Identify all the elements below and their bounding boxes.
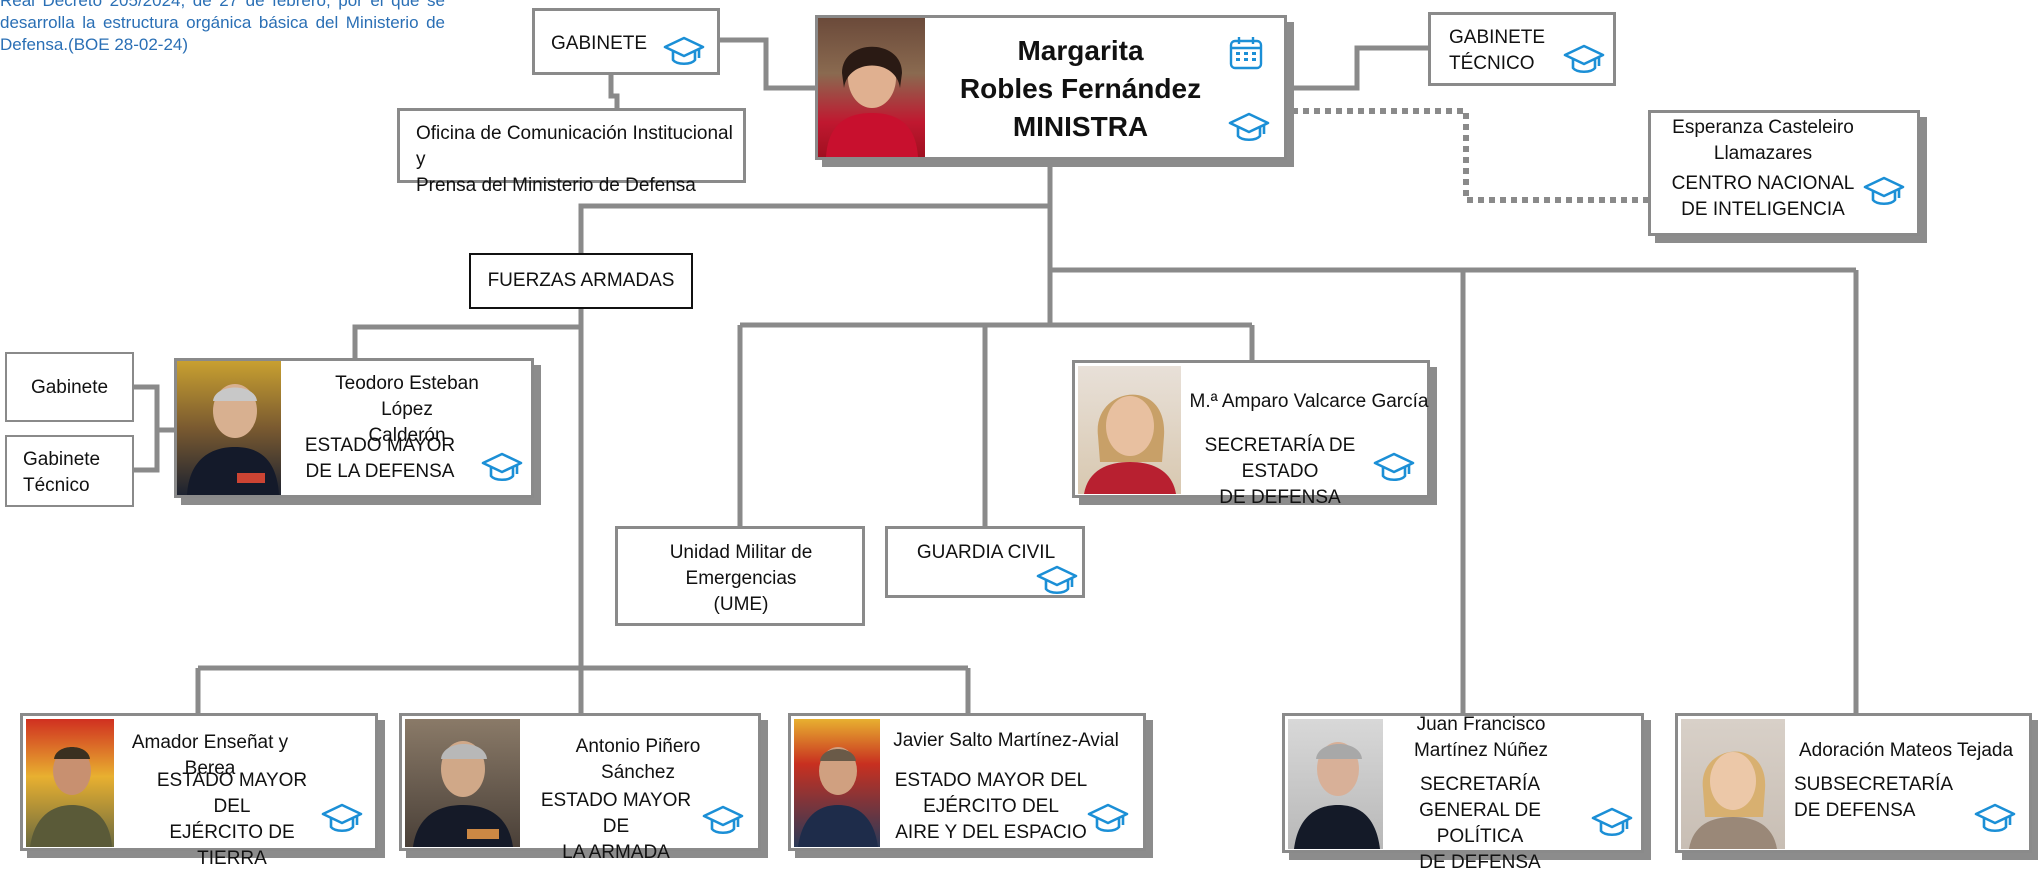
emad-title: ESTADO MAYOR DE LA DEFENSA [304, 435, 456, 482]
minister-name-line1: Margarita [1017, 35, 1144, 66]
subdef-name: Adoración Mateos Tejada [1798, 740, 2014, 761]
graduation-cap-icon [1036, 565, 1078, 595]
subdef-box: Adoración Mateos Tejada SUBSECRETARÍA DE… [1675, 713, 2032, 853]
armada-box: Antonio Piñero Sánchez ESTADO MAYOR DE L… [399, 713, 761, 863]
et-box: Amador Enseñat y Berea ESTADO MAYOR DEL … [20, 713, 378, 869]
fuerzas-armadas-box: FUERZAS ARMADAS [469, 253, 693, 309]
emad-chief-name: Teodoro Esteban López Calderón [335, 373, 479, 446]
sgpd-photo [1288, 719, 1383, 849]
graduation-cap-icon [1373, 452, 1415, 482]
gabinete-label: GABINETE [551, 33, 648, 54]
graduation-cap-icon [1591, 807, 1633, 837]
graduation-cap-icon [1863, 176, 1905, 206]
gabinete-tecnico-label: GABINETE TÉCNICO [1449, 27, 1546, 74]
sedef-box: M.ª Amparo Valcarce García SECRETARÍA DE… [1072, 360, 1430, 508]
oficina-comunicacion-box: Oficina de Comunicación Institucional y … [397, 108, 746, 196]
sedef-photo [1078, 366, 1181, 494]
graduation-cap-icon [702, 805, 744, 835]
oficina-label: Oficina de Comunicación Institucional y … [416, 123, 733, 196]
armada-photo [405, 719, 520, 847]
cni-title: CENTRO NACIONAL DE INTELIGENCIA [1671, 173, 1855, 220]
armada-chief-name: Antonio Piñero Sánchez [575, 736, 701, 783]
emad-gabinete-tecnico-label: Gabinete Técnico [23, 449, 101, 496]
aire-title: ESTADO MAYOR DEL EJÉRCITO DEL AIRE Y DEL… [894, 770, 1088, 843]
et-photo [26, 719, 114, 847]
minister-title: MINISTRA [1012, 111, 1149, 142]
minister-name: Margarita Robles Fernández MINISTRA [948, 32, 1213, 146]
subdef-title: SUBSECRETARÍA DE DEFENSA [1794, 774, 1954, 821]
aire-box: Javier Salto Martínez-Avial ESTADO MAYOR… [788, 713, 1146, 851]
minister-photo [818, 18, 925, 157]
sedef-secretary-name: M.ª Amparo Valcarce García [1189, 391, 1429, 412]
graduation-cap-icon [1563, 44, 1605, 74]
gabinete-tecnico-box: GABINETE TÉCNICO [1428, 12, 1616, 86]
cni-director-name: Esperanza Casteleiro Llamazares [1672, 117, 1854, 164]
aire-photo [794, 719, 880, 847]
et-title: ESTADO MAYOR DEL EJÉRCITO DE TIERRA [156, 770, 308, 869]
emad-gabinete-box: Gabinete [5, 352, 134, 422]
emad-photo [177, 361, 281, 495]
calendar-icon [1229, 37, 1263, 70]
guardia-civil-box: GUARDIA CIVIL [885, 526, 1085, 598]
aire-chief-name: Javier Salto Martínez-Avial [893, 730, 1119, 751]
fuerzas-armadas-label: FUERZAS ARMADAS [487, 270, 675, 291]
et-chief-name: Amador Enseñat y Berea [131, 732, 289, 779]
graduation-cap-icon [1087, 803, 1129, 833]
sedef-title: SECRETARÍA DE ESTADO DE DEFENSA [1204, 435, 1356, 508]
emad-gabinete-tecnico-box: Gabinete Técnico [5, 435, 134, 507]
sgpd-box: Juan Francisco Martínez Núñez SECRETARÍA… [1282, 713, 1644, 873]
graduation-cap-icon [481, 452, 523, 482]
gabinete-box: GABINETE [532, 8, 720, 75]
cni-box: Esperanza Casteleiro Llamazares CENTRO N… [1648, 110, 1920, 236]
decree-note: Real Decreto 205/2024, de 27 de febrero,… [0, 0, 445, 54]
minister-name-line2: Robles Fernández [959, 73, 1202, 104]
guardia-civil-label: GUARDIA CIVIL [916, 542, 1056, 563]
armada-title: ESTADO MAYOR DE LA ARMADA [540, 790, 692, 863]
graduation-cap-icon [321, 803, 363, 833]
ume-box: Unidad Militar de Emergencias (UME) [615, 526, 865, 626]
minister-box: Margarita Robles Fernández MINISTRA [815, 15, 1287, 160]
emad-gabinete-label: Gabinete [30, 377, 109, 398]
graduation-cap-icon [1228, 112, 1270, 142]
sgpd-title: SECRETARÍA GENERAL DE POLÍTICA DE DEFENS… [1419, 774, 1541, 873]
subdef-photo [1681, 719, 1785, 849]
graduation-cap-icon [1974, 803, 2016, 833]
ume-label: Unidad Militar de Emergencias (UME) [669, 542, 813, 615]
emad-box: Teodoro Esteban López Calderón ESTADO MA… [174, 358, 534, 498]
sgpd-secretary-name: Juan Francisco Martínez Núñez [1413, 714, 1549, 761]
graduation-cap-icon [663, 36, 705, 66]
